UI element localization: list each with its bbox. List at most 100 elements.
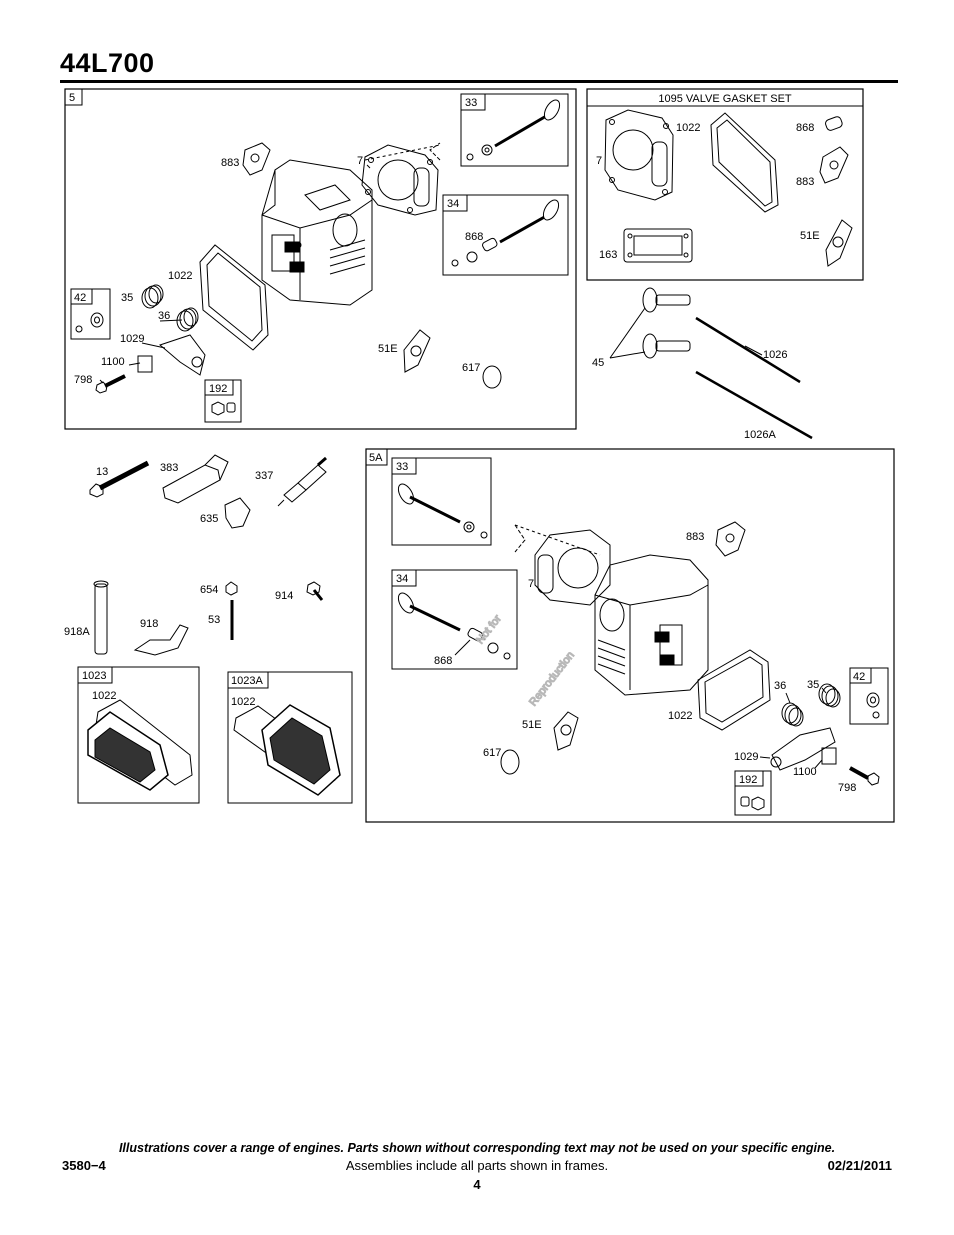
page-number: 4 [473,1177,481,1192]
frame-42-label: 42 [74,292,86,304]
frame-192-label: 192 [209,383,227,395]
cover-1023A-part-1022: 1022 [231,696,255,708]
intake-valve-icon [466,99,561,161]
exhaust-gasket-icon [403,329,431,373]
set-rocker-gasket-icon [710,112,779,213]
set-breather-gasket-icon [623,228,693,263]
head-bolt-icon [89,460,150,498]
part-1022: 1022 [168,270,192,282]
plug-cap-icon [224,497,251,529]
footer-disclaimer: Illustrations cover a range of engines. … [118,1141,836,1155]
frame-1023-label: 1023 [82,670,106,682]
cover-1023A: 1023A 1022 [227,671,353,804]
5a-part-1100: 1100 [793,766,817,778]
part-1100: 1100 [101,356,125,368]
part-337: 337 [255,470,273,482]
5a-part-798: 798 [838,782,856,794]
part-654: 654 [200,584,218,596]
o-ring-icon [482,365,502,389]
frame-5A-34-label: 34 [396,573,408,585]
loose-parts: 13 383 337 635 654 914 53 918 918A [64,454,327,656]
nut-654-icon [225,581,238,596]
gasket-set-title: 1095 VALVE GASKET SET [658,93,792,105]
set-seal-icon [825,116,843,131]
part-1026A: 1026A [744,429,776,441]
set-intake-gasket-icon [819,146,849,184]
rocker-arm-icon [159,334,206,376]
frame-5A-33-label: 33 [396,461,408,473]
5a-part-35: 35 [807,679,819,691]
frame-1023A-label: 1023A [231,675,263,687]
part-1029: 1029 [120,333,144,345]
part-51E: 51E [378,343,398,355]
intake-gasket-icon [242,142,271,176]
5a-part-7: 7 [528,578,534,590]
part-635: 635 [200,513,218,525]
assemblies-note: Assemblies include all parts shown in fr… [345,1158,609,1173]
doc-date: 02/21/2011 [827,1158,892,1173]
breather-tube-icon [162,454,229,504]
part-798: 798 [74,374,92,386]
5a-exhaust-valve-icon [397,592,511,660]
part-53: 53 [208,614,220,626]
part-7: 7 [357,155,363,167]
screw-icon [306,581,324,601]
spark-plug-icon [277,456,327,507]
washer-icon [75,312,104,333]
set-part-7: 7 [596,155,602,167]
bolt-icon [95,374,126,394]
set-part-883: 883 [796,176,814,188]
part-36: 36 [158,310,170,322]
valve-spring-icon-2 [176,307,199,332]
cover-1023: 1023 1022 [77,666,200,804]
panel-5A: 5A 33 34 42 192 [365,448,895,823]
panel-5: 5 33 34 868 42 1 [64,88,577,430]
5a-part-868: 868 [434,655,452,667]
rocker-gasket-icon [199,244,269,351]
frame-34-part-868: 868 [465,231,483,243]
set-exhaust-gasket-icon [825,219,853,267]
title-rule [60,80,898,83]
doc-number: 3580−4 [62,1158,106,1173]
5a-cylinder-head-icon [594,554,709,696]
panel-5A-label: 5A [369,452,383,464]
cover-1023-part-1022: 1022 [92,690,116,702]
part-1026: 1026 [763,349,787,361]
part-617: 617 [462,362,480,374]
5a-part-36: 36 [774,680,786,692]
part-883: 883 [221,157,239,169]
5a-head-gasket-icon [534,529,611,606]
5a-part-1029: 1029 [734,751,758,763]
5a-part-883: 883 [686,531,704,543]
part-918: 918 [140,618,158,630]
part-383: 383 [160,462,178,474]
set-head-gasket-icon [604,109,674,201]
tube-icon [133,624,189,656]
part-35: 35 [121,292,133,304]
frame-5A-42-label: 42 [853,671,865,683]
set-part-163: 163 [599,249,617,261]
frame-33-label: 33 [465,97,477,109]
5a-part-51E: 51E [522,719,542,731]
pivot-icon [137,355,153,373]
head-gasket-icon [361,144,439,216]
dipstick-tube-icon [93,580,109,655]
set-part-868: 868 [796,122,814,134]
part-13: 13 [96,466,108,478]
cylinder-head-icon [261,159,373,306]
part-918A: 918A [64,626,90,638]
panel-5-label: 5 [69,92,75,104]
exhaust-valve-icon [451,199,560,267]
valves-pushrods: 45 1026 1026A [592,287,813,441]
5a-part-617: 617 [483,747,501,759]
set-part-51E: 51E [800,230,820,242]
nut-icon [211,401,236,416]
5a-intake-valve-icon [397,483,488,539]
set-part-1022: 1022 [676,122,700,134]
5a-part-1022: 1022 [668,710,692,722]
part-45: 45 [592,357,604,369]
model-title: 44L700 [60,48,155,78]
frame-5A-192-label: 192 [739,774,757,786]
frame-34-label: 34 [447,198,459,210]
